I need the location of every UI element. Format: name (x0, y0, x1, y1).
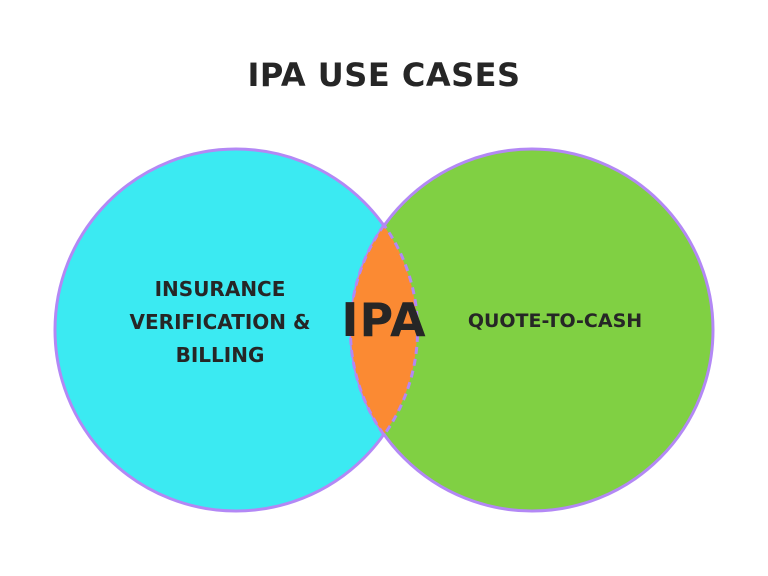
left-label-line-2: VERIFICATION & (129, 310, 311, 334)
right-set-label: QUOTE-TO-CASH (467, 310, 643, 332)
left-set-label: INSURANCE VERIFICATION & BILLING (100, 273, 340, 372)
intersection-dashed-outline (348, 222, 420, 438)
intersection-label: IPA (341, 293, 427, 347)
left-label-line-1: INSURANCE (154, 277, 286, 301)
diagram-title: IPA USE CASES (247, 56, 521, 94)
left-label-line-3: BILLING (175, 343, 265, 367)
